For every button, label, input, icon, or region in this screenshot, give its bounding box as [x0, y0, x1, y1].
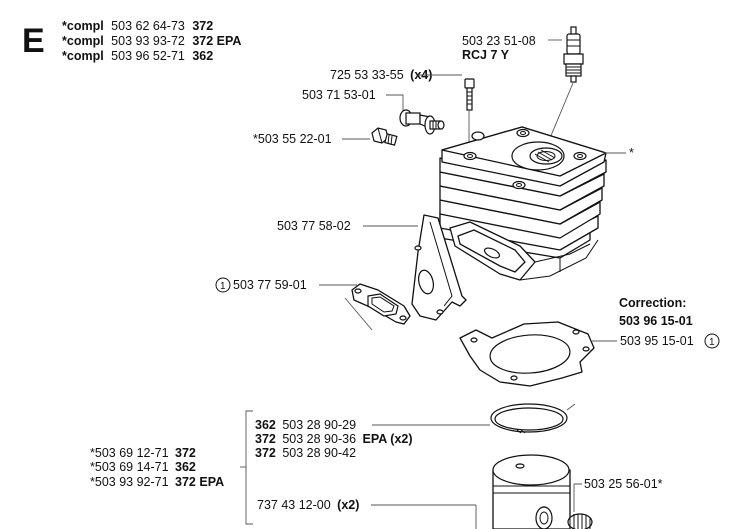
ring-372b-label: 372 503 28 90-42	[255, 446, 356, 460]
leader-bearing	[573, 483, 582, 512]
screw-label: 725 53 33-55 (x4)	[330, 68, 432, 82]
ref-circle-1-base	[704, 333, 720, 349]
piston-2-label: *503 69 14-71 362	[90, 460, 196, 474]
ref-circle-1-intake	[215, 277, 231, 293]
base-gasket-icon	[459, 321, 595, 387]
valve-plug-icon	[371, 127, 398, 146]
ref-number-intake: 1	[220, 281, 226, 292]
cylinder-star: *	[629, 146, 634, 160]
bearing-label: 503 25 56-01*	[584, 477, 663, 491]
ref-number-base: 1	[709, 337, 715, 348]
leader-ring-gap	[566, 403, 576, 411]
spark-plug-number: 503 23 51-08	[462, 34, 536, 48]
decompression-valve-icon	[399, 109, 445, 135]
circlip-label: 737 43 12-00 (x2)	[257, 498, 359, 512]
header-line-1: *compl 503 62 64-73 372	[62, 19, 213, 33]
intake-gasket-label: 503 77 59-01	[233, 278, 307, 292]
needle-bearing-icon	[567, 513, 593, 529]
piston-1-label: *503 69 12-71 372	[90, 446, 196, 460]
ring-372-label: 372 503 28 90-36 EPA (x2)	[255, 432, 413, 446]
header-line-2: *compl 503 93 93-72 372 EPA	[62, 34, 241, 48]
section-letter: E	[22, 22, 45, 60]
cylinder-screw-icon	[464, 78, 475, 111]
correction-number: 503 96 15-01	[619, 314, 693, 328]
header-line-3: *compl 503 96 52-71 362	[62, 49, 213, 63]
plate-label: 503 77 58-02	[277, 219, 351, 233]
piston-ring-icon	[490, 403, 568, 434]
piston-3-label: *503 93 92-71 372 EPA	[90, 475, 224, 489]
ring-bracket	[245, 410, 253, 525]
spark-plug-icon	[563, 26, 584, 83]
spark-plug-type: RCJ 7 Y	[462, 48, 510, 62]
ring-362-label: 362 503 28 90-29	[255, 418, 356, 432]
leader-intake-axis	[344, 297, 373, 331]
intake-gasket-icon	[351, 283, 411, 325]
intake-plate-icon	[411, 214, 467, 321]
piston-icon	[492, 454, 571, 529]
base-gasket-label: 503 95 15-01	[620, 334, 694, 348]
valve-plug-label: *503 55 22-01	[253, 132, 332, 146]
leader-decomp-valve	[386, 94, 404, 113]
cylinder-icon	[439, 126, 607, 281]
decomp-valve-label: 503 71 53-01	[302, 88, 376, 102]
correction-title: Correction:	[619, 296, 686, 310]
